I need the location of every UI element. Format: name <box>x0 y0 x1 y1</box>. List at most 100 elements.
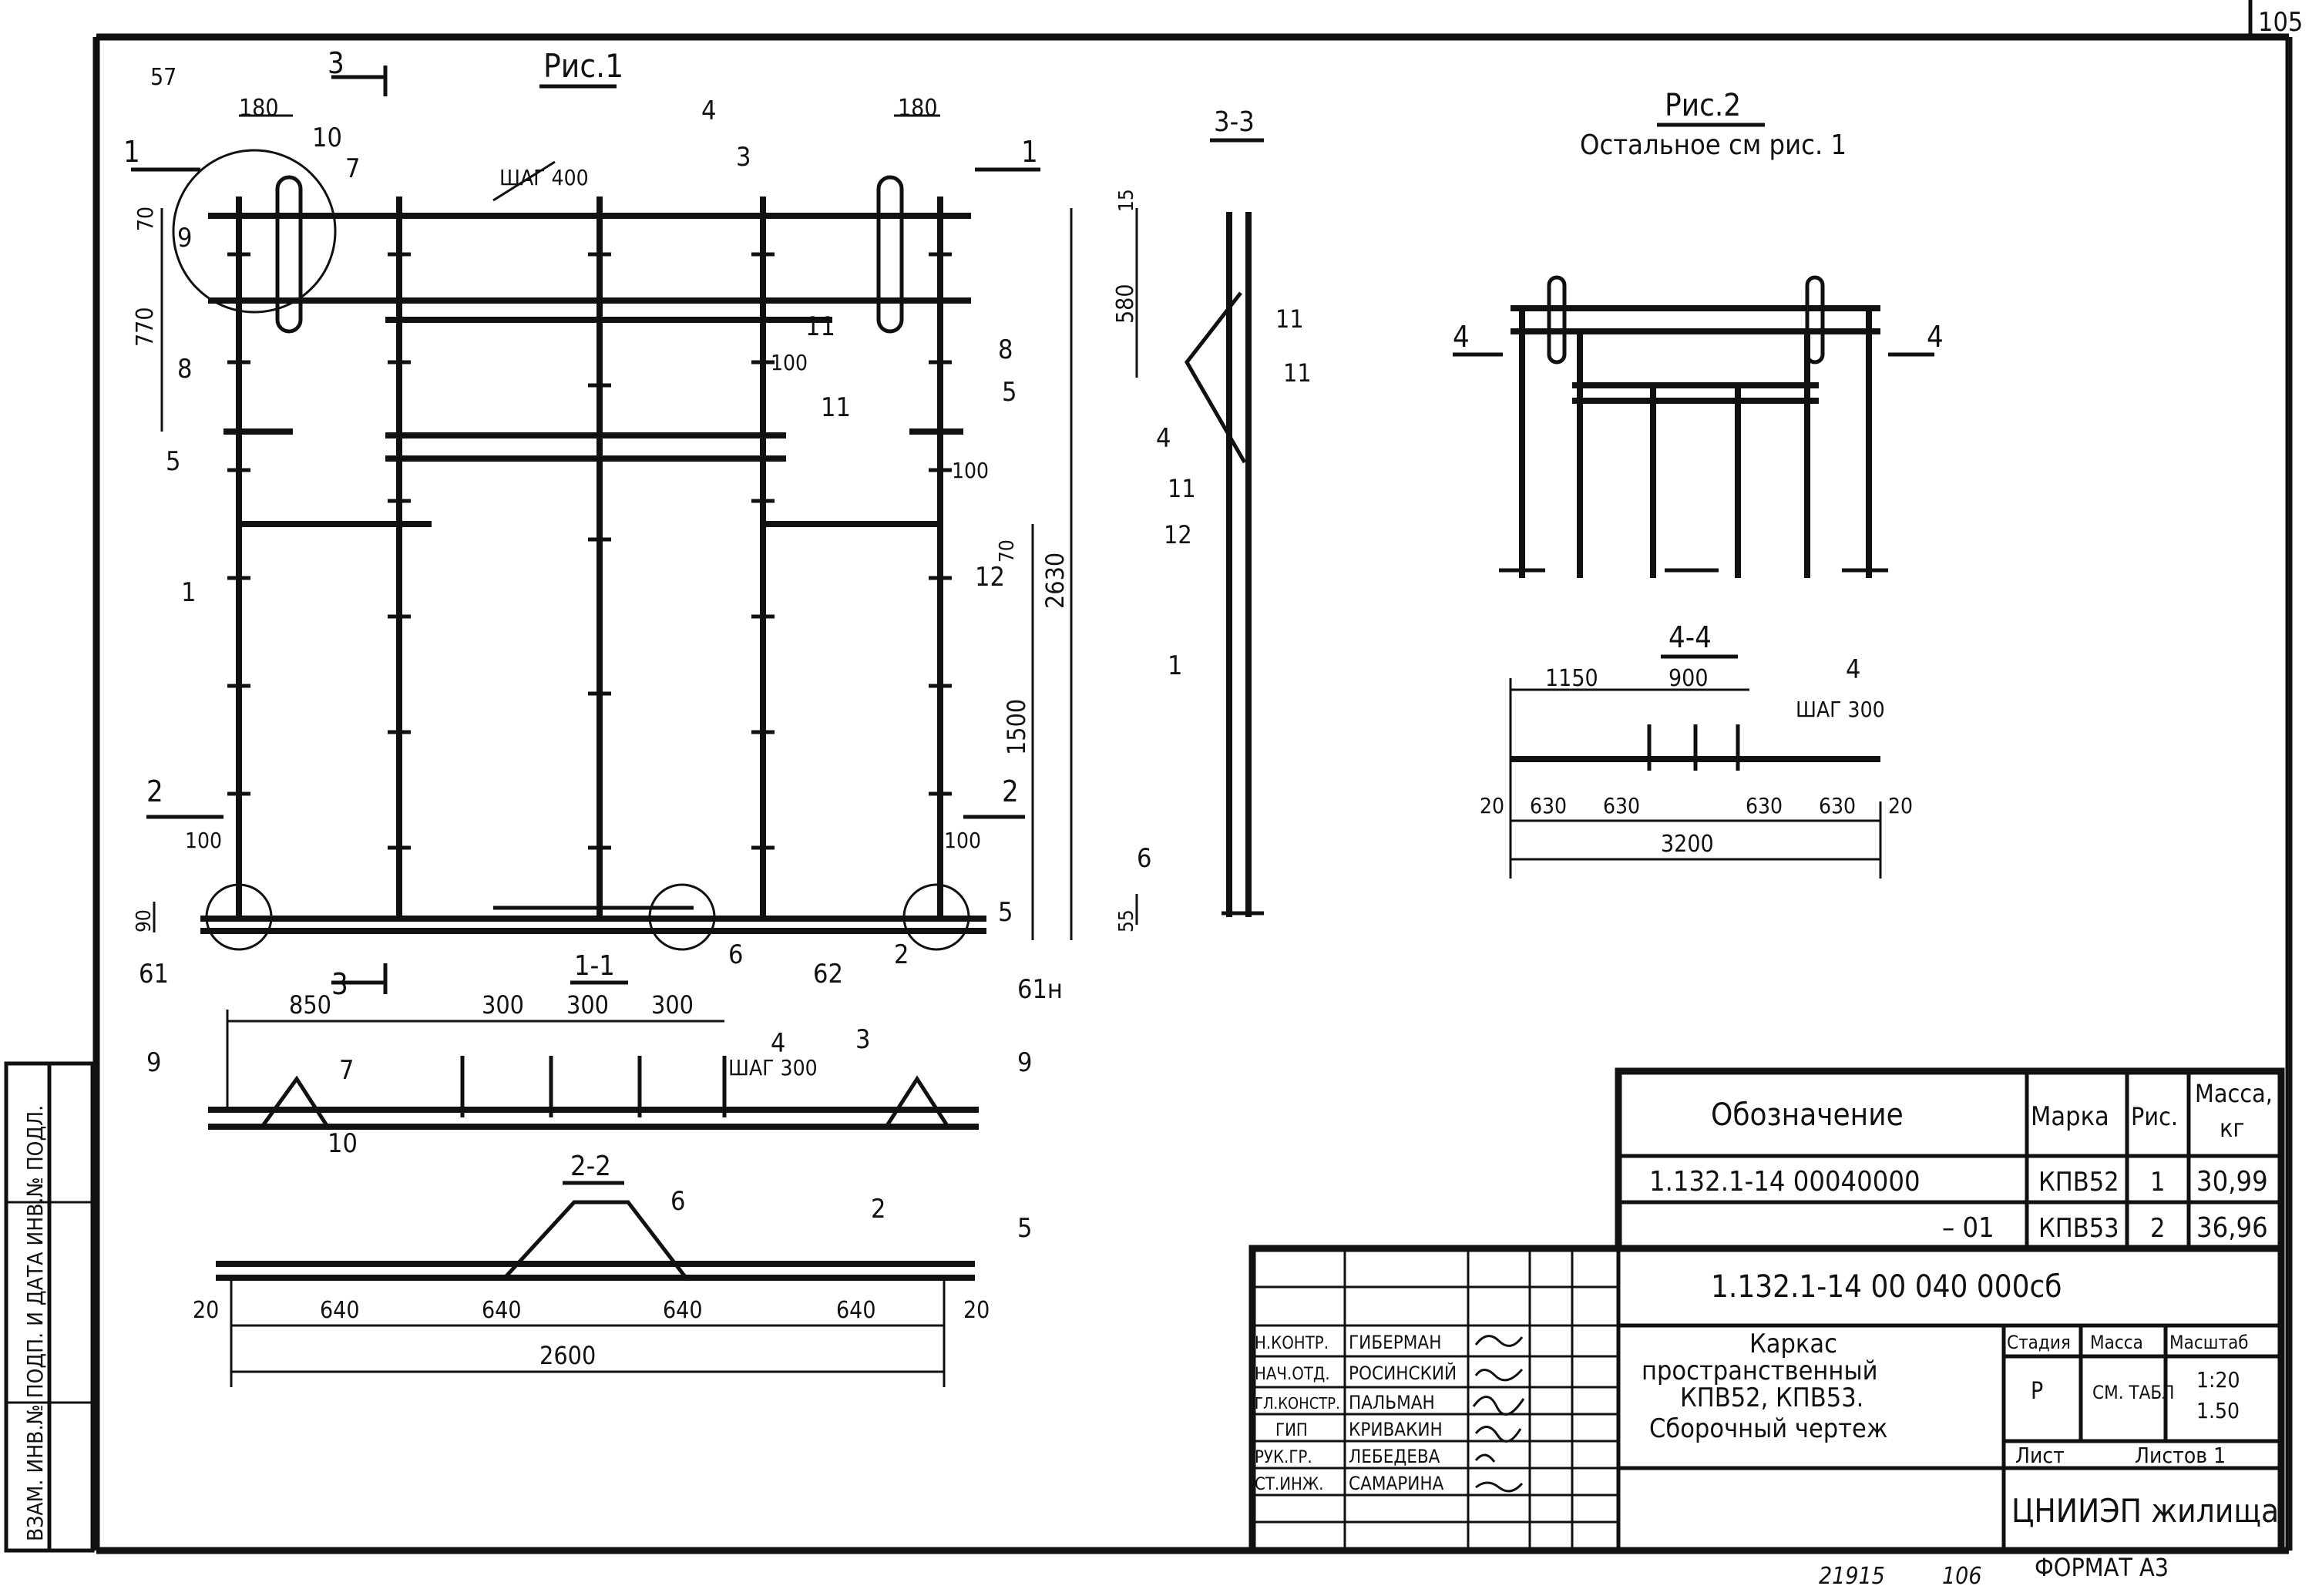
side-stamp-text: ВЗАМ. ИНВ.№ ПОДП. И ДАТА ИНВ.№ ПОДЛ. <box>22 1105 48 1541</box>
section-1-1: 1-1 850 300 300 300 ШАГ 300 9 9 7 10 4 3 <box>146 950 1032 1159</box>
fig1-callout-3: 3 <box>736 142 751 173</box>
person-3-role: ГЛ.КОНСТР. <box>1255 1394 1340 1413</box>
sec22-dim-20b: 20 <box>963 1297 990 1324</box>
page-number: 105 <box>2258 7 2303 38</box>
fig1-dim-70-b: 70 <box>996 539 1019 563</box>
sheets-label: Листов 1 <box>2135 1443 2226 1468</box>
spec-header-fig: Рис. <box>2131 1102 2178 1131</box>
person-4-role: ГИП <box>1275 1421 1308 1440</box>
sec22-title: 2-2 <box>570 1151 611 1182</box>
fig1-dim-100-c: 100 <box>185 828 222 853</box>
sec22-callout-5: 5 <box>1017 1213 1032 1244</box>
person-3-name: ПАЛЬМАН <box>1349 1392 1435 1413</box>
footer: 21915 106 ФОРМАТ А3 <box>1819 1553 2169 1590</box>
fig1-callout-8b: 8 <box>998 334 1013 365</box>
signatures <box>1472 1335 1525 1493</box>
sec44-dim-630b: 630 <box>1603 793 1640 818</box>
scale-label: Масштаб <box>2169 1332 2249 1353</box>
sec22-dim-640d: 640 <box>836 1297 876 1324</box>
mass-label: Масса <box>2090 1332 2143 1353</box>
fig1-callout-62: 62 <box>813 959 843 990</box>
sec22-dim-2600: 2600 <box>539 1341 596 1370</box>
fig1-callout-5a: 5 <box>166 446 180 477</box>
sec22-callout-2: 2 <box>871 1194 885 1225</box>
scale-value-1: 1:20 <box>2196 1367 2240 1393</box>
fig2-title: Рис.2 <box>1665 88 1741 123</box>
fig1-callout-7: 7 <box>345 153 360 184</box>
sec44-step-300: ШАГ 300 <box>1796 697 1885 722</box>
person-2-name: РОСИНСКИЙ <box>1349 1362 1457 1384</box>
sec33-title: 3-3 <box>1214 106 1255 138</box>
spec-header-designation: Обозначение <box>1711 1097 1904 1133</box>
fig1-section-1-left: 1 <box>123 135 140 169</box>
sec33-callout-12: 12 <box>1164 520 1192 549</box>
format-label: ФОРМАТ А3 <box>2035 1553 2169 1582</box>
spec-header-mass: Масса, <box>2195 1079 2273 1108</box>
spec-table: Обозначение Марка Рис. Масса, кг 1.132.1… <box>1615 1067 2285 1252</box>
sec11-dim-300a: 300 <box>482 990 524 1020</box>
stage-value: Р <box>2031 1378 2043 1405</box>
person-1-role: Н.КОНТР. <box>1255 1334 1329 1353</box>
sec33-dim-55: 55 <box>1115 909 1138 932</box>
fig1-callout-9: 9 <box>177 223 192 254</box>
title-line-2: пространственный <box>1642 1356 1877 1386</box>
spec-row1-fig: 1 <box>2150 1167 2165 1198</box>
spec-header-mass-unit: кг <box>2220 1114 2245 1143</box>
sec11-callout-10: 10 <box>328 1128 358 1159</box>
sec44-title: 4-4 <box>1668 620 1712 654</box>
sec33-callout-6: 6 <box>1137 843 1151 874</box>
spec-header-mark: Марка <box>2031 1101 2109 1132</box>
title-line-1: Каркас <box>1749 1329 1837 1359</box>
sec11-callout-3: 3 <box>855 1024 870 1055</box>
person-6-role: СТ.ИНЖ. <box>1255 1475 1324 1494</box>
fig1-callout-6: 6 <box>728 939 743 970</box>
fig1-dim-100-a: 100 <box>771 350 808 375</box>
sec11-callout-9b: 9 <box>1017 1047 1032 1078</box>
fig1-callout-5b: 5 <box>1002 377 1017 408</box>
sec22-callout-6: 6 <box>670 1186 685 1217</box>
fig1-dim-180-left: 180 <box>239 95 279 122</box>
fig1-callout-61h: 61н <box>1017 974 1063 1005</box>
sec11-step-300: ШАГ 300 <box>728 1055 818 1080</box>
title-line-3: КПВ52, КПВ53. <box>1680 1383 1863 1413</box>
fig1-dim-770: 770 <box>132 307 159 347</box>
sec33-callout-11b: 11 <box>1283 358 1312 388</box>
side-stamp: ВЗАМ. ИНВ.№ ПОДП. И ДАТА ИНВ.№ ПОДЛ. <box>4 1061 95 1553</box>
stage-label: Стадия <box>2007 1332 2071 1353</box>
doc-code: 1.132.1-14 00 040 000сб <box>1711 1269 2062 1305</box>
sec44-dim-1150: 1150 <box>1545 665 1598 692</box>
fig1-callout-8a: 8 <box>177 354 192 385</box>
mass-value: СМ. ТАБЛ <box>2092 1382 2174 1403</box>
fig1-callout-10: 10 <box>312 123 342 153</box>
footer-left-number: 21915 <box>1819 1563 1885 1590</box>
spec-row2-fig: 2 <box>2150 1213 2165 1244</box>
fig1-dim-100-d: 100 <box>944 828 981 853</box>
fig1-callout-1: 1 <box>181 577 196 608</box>
sec33-dim-580: 580 <box>1112 284 1139 324</box>
scale-value-2: 1.50 <box>2196 1398 2240 1423</box>
fig1-callout-2: 2 <box>894 939 909 970</box>
person-5-role: РУК.ГР. <box>1255 1448 1312 1467</box>
sec44-dim-630c: 630 <box>1746 793 1783 818</box>
person-1-name: ГИБЕРМАН <box>1349 1332 1441 1353</box>
sec11-callout-9a: 9 <box>146 1047 161 1078</box>
figure-1: Рис.1 <box>123 46 1073 1005</box>
fig1-title: Рис.1 <box>543 47 623 85</box>
sec44-dim-630d: 630 <box>1819 793 1856 818</box>
org-name: ЦНИИЭП жилища <box>2011 1492 2279 1530</box>
fig1-step-400: ШАГ 400 <box>499 165 589 190</box>
fig1-dim-180-right: 180 <box>898 95 938 122</box>
sec11-dim-300b: 300 <box>566 990 609 1020</box>
sec11-callout-4: 4 <box>771 1028 785 1059</box>
fig1-dim-100-b: 100 <box>952 458 989 483</box>
fig1-section-1-right: 1 <box>1021 135 1038 169</box>
sec22-dim-640b: 640 <box>482 1297 522 1324</box>
fig1-callout-4: 4 <box>701 96 716 126</box>
sec33-callout-11c: 11 <box>1168 474 1196 503</box>
fig1-section-2-left: 2 <box>146 774 163 808</box>
sec44-callout-4: 4 <box>1846 654 1860 685</box>
fig1-section-2-right: 2 <box>1002 774 1019 808</box>
sec22-dim-20a: 20 <box>193 1297 219 1324</box>
title-line-4: Сборочный чертеж <box>1649 1413 1887 1444</box>
